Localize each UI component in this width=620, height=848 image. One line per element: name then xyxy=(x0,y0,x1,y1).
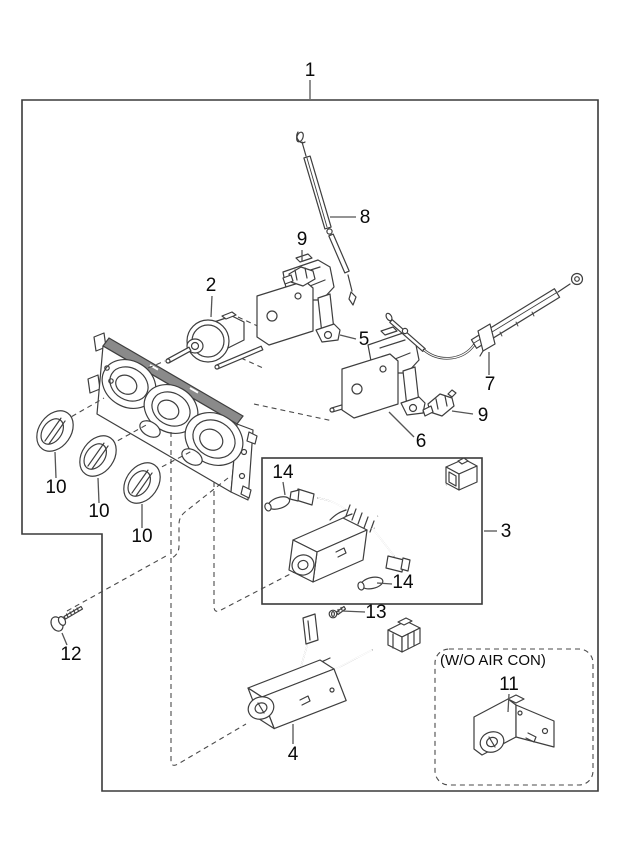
axis-step xyxy=(171,477,229,559)
leader-5 xyxy=(339,334,357,340)
leader-14-upper xyxy=(282,481,286,496)
knob-left xyxy=(36,410,74,452)
main-assembly-box xyxy=(21,99,599,792)
callout-3: 3 xyxy=(501,521,512,542)
bulb-lower xyxy=(357,576,384,591)
illumination-harness-box xyxy=(261,457,483,605)
clip-upper xyxy=(282,266,316,287)
axis-bracket5-b xyxy=(240,357,264,369)
callout-labels: 1 2 3 4 5 6 7 8 9 9 10 10 10 11 12 13 14… xyxy=(45,60,545,765)
callout-10-left: 10 xyxy=(45,477,66,498)
axis-bracket6 xyxy=(253,403,334,422)
callout-7: 7 xyxy=(485,374,496,395)
knob-middle xyxy=(79,435,117,477)
bracket-lower xyxy=(329,326,426,419)
callout-10-middle: 10 xyxy=(88,501,109,522)
axis-knob-right xyxy=(153,450,193,472)
control-cable xyxy=(385,272,584,360)
leader-6 xyxy=(388,411,415,438)
bracket-upper xyxy=(214,253,341,370)
callout-8: 8 xyxy=(360,207,371,228)
callout-6: 6 xyxy=(416,431,427,452)
callout-4: 4 xyxy=(288,744,299,765)
blower-switch xyxy=(247,613,421,730)
callout-2: 2 xyxy=(206,275,217,296)
bulb-upper xyxy=(264,496,291,512)
panel-dial-right xyxy=(184,412,244,466)
leader-2 xyxy=(210,295,213,318)
explosion-axes xyxy=(63,316,334,766)
leader-10-left xyxy=(54,451,57,479)
harness-connector xyxy=(445,457,478,491)
rotary-switch xyxy=(165,311,245,364)
callout-1: 1 xyxy=(305,60,316,81)
bulb-socket-lower xyxy=(385,555,411,573)
leader-11 xyxy=(507,693,510,713)
rheostat xyxy=(288,509,368,583)
clip-lower xyxy=(422,389,457,417)
screw-13 xyxy=(328,605,347,619)
screw-12 xyxy=(50,605,84,632)
callout-12: 12 xyxy=(60,644,81,665)
axis-knob-left xyxy=(63,397,105,422)
callout-14-upper: 14 xyxy=(272,462,294,483)
axis-switch-shaft xyxy=(147,360,166,369)
control-rod xyxy=(296,131,357,306)
control-panel-faceplate xyxy=(87,332,258,501)
leader-12 xyxy=(61,632,68,646)
bulb-socket-upper xyxy=(289,488,315,506)
leader-lines xyxy=(54,80,510,744)
callout-14-lower: 14 xyxy=(392,572,414,593)
leader-10-middle xyxy=(97,477,100,504)
harness-wires xyxy=(317,483,447,557)
axis-knob-middle xyxy=(109,423,149,446)
axis-rheostat xyxy=(213,482,297,612)
axis-vertical-main xyxy=(170,432,247,766)
callout-9-lower: 9 xyxy=(478,405,489,426)
axis-bracket5-a xyxy=(237,316,265,330)
leader-14-lower xyxy=(376,582,393,585)
knob-right xyxy=(123,462,161,504)
callout-5: 5 xyxy=(359,329,370,350)
blower-switch-connector xyxy=(387,617,421,653)
leader-13 xyxy=(341,610,366,613)
callout-13: 13 xyxy=(365,602,386,623)
wo-air-con-label: (W/O AIR CON) xyxy=(440,652,546,669)
callout-9-upper: 9 xyxy=(297,229,308,250)
leader-9-lower xyxy=(451,410,474,415)
callout-11: 11 xyxy=(499,674,519,695)
axis-screw12 xyxy=(66,555,167,612)
wo-air-con-box xyxy=(434,648,594,786)
callout-10-right: 10 xyxy=(131,526,152,547)
bracket-wo-aircon xyxy=(473,694,555,756)
